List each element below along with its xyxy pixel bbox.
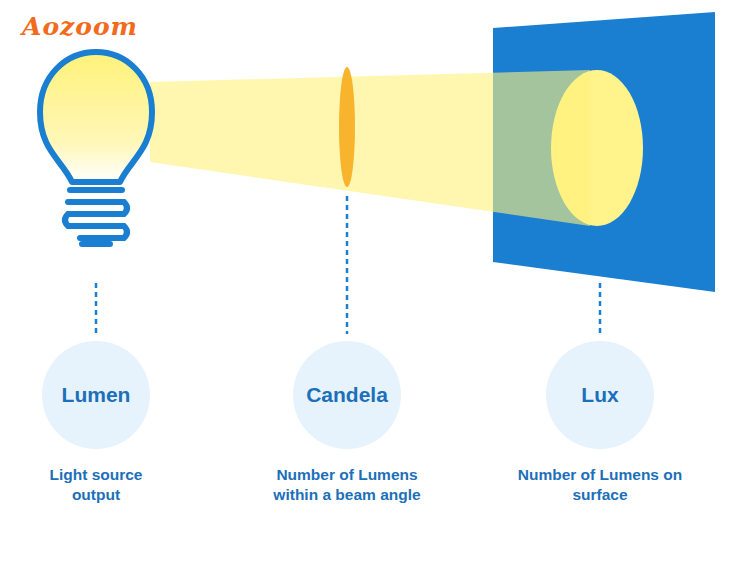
brand-logo: Aozoom <box>22 12 138 41</box>
unit-node: CandelaNumber of Lumens within a beam an… <box>262 341 432 505</box>
unit-name: Lux <box>581 382 618 407</box>
unit-name: Candela <box>306 382 388 407</box>
unit-circle: Lumen <box>42 341 150 449</box>
unit-circle: Candela <box>293 341 401 449</box>
light-beam <box>150 70 590 226</box>
bulb-base <box>65 190 127 244</box>
unit-circle: Lux <box>546 341 654 449</box>
unit-node: LuxNumber of Lumens on surface <box>515 341 685 505</box>
unit-node: LumenLight source output <box>40 341 152 505</box>
unit-description: Light source output <box>40 465 152 505</box>
beam-section <box>339 67 355 187</box>
leader-line <box>96 196 600 334</box>
unit-description: Number of Lumens within a beam angle <box>262 465 432 505</box>
unit-description: Number of Lumens on surface <box>515 465 685 505</box>
bulb-glass <box>40 52 152 182</box>
unit-name: Lumen <box>62 382 131 407</box>
